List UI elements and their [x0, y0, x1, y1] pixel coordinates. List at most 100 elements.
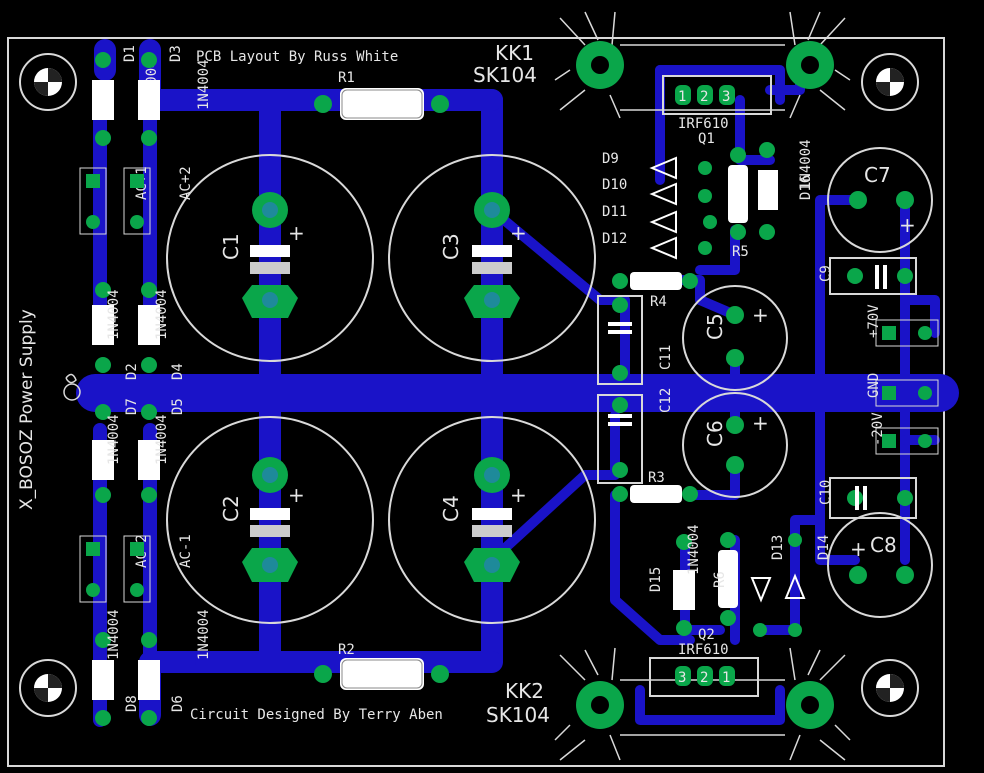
transistor-q1: 1 2 3 IRF610 Q1 — [662, 75, 772, 147]
capacitor-c8: C8 + — [827, 512, 933, 618]
svg-text:Q1: Q1 — [698, 131, 715, 147]
svg-text:1N4004: 1N4004 — [196, 59, 212, 110]
svg-text:SK104: SK104 — [473, 63, 537, 87]
svg-text:C12: C12 — [658, 388, 674, 413]
svg-text:D10: D10 — [602, 177, 627, 193]
svg-text:1N4004: 1N4004 — [106, 414, 122, 465]
svg-text:D1: D1 — [122, 45, 138, 62]
diode-d7: D7 1N4004 — [92, 398, 140, 503]
capacitor-c3: C3 + — [388, 154, 596, 362]
diode-d13: D13 — [750, 535, 786, 637]
capacitor-c10: C10 — [818, 477, 917, 519]
svg-text:R1: R1 — [338, 70, 355, 86]
svg-text:D15: D15 — [648, 567, 664, 592]
svg-text:C4: C4 — [439, 495, 463, 522]
diode-d2: 1N4004 D2 — [92, 282, 140, 380]
capacitor-c6: C6 + — [682, 392, 788, 498]
svg-text:R6: R6 — [712, 571, 728, 588]
svg-text:1: 1 — [678, 89, 686, 105]
svg-text:KK1: KK1 — [495, 41, 534, 65]
resistor-r5: R5 — [728, 147, 749, 260]
svg-text:D11: D11 — [602, 204, 627, 220]
svg-text:D12: D12 — [602, 231, 627, 247]
svg-text:+: + — [510, 221, 527, 245]
svg-text:IRF610: IRF610 — [678, 116, 729, 132]
svg-text:D6: D6 — [170, 695, 186, 712]
svg-text:IRF610: IRF610 — [678, 642, 729, 658]
svg-text:D2: D2 — [124, 363, 140, 380]
svg-text:R5: R5 — [732, 244, 749, 260]
connector-ac-plus-2: AC+2 — [123, 166, 194, 235]
diode-d10: D10 — [602, 177, 712, 206]
svg-text:AC-1: AC-1 — [178, 534, 194, 568]
credit-bottom: Circuit Designed By Terry Aben — [190, 707, 443, 723]
resistor-r3: R3 — [612, 470, 698, 503]
svg-text:3: 3 — [722, 89, 730, 105]
svg-text:C8: C8 — [870, 533, 897, 557]
mounting-hole-tr — [861, 53, 919, 111]
connector-minus-20v: -20V — [870, 412, 939, 455]
svg-text:+: + — [288, 483, 305, 507]
svg-text:D13: D13 — [770, 535, 786, 560]
mounting-hole-br — [861, 659, 919, 717]
svg-text:+: + — [752, 411, 769, 435]
svg-text:C6: C6 — [703, 420, 727, 447]
svg-text:AC+2: AC+2 — [178, 166, 194, 200]
svg-text:SK104: SK104 — [486, 703, 550, 727]
svg-text:3: 3 — [678, 670, 686, 686]
svg-text:C2: C2 — [219, 495, 243, 522]
svg-text:-20V: -20V — [870, 412, 886, 446]
svg-text:2: 2 — [700, 89, 708, 105]
diode-d6: 1N4004 D6 — [138, 609, 212, 726]
svg-text:1N4004: 1N4004 — [154, 414, 170, 465]
svg-text:D4: D4 — [170, 363, 186, 380]
connector-plus-70v: +70V — [866, 304, 939, 347]
svg-text:KK2: KK2 — [505, 679, 544, 703]
svg-text:1N4004: 1N4004 — [106, 289, 122, 340]
board-title: X_BOSOZ Power Supply — [17, 309, 37, 510]
svg-text:1N4004: 1N4004 — [798, 139, 814, 190]
capacitor-c11: C11 — [597, 295, 674, 385]
svg-text:+: + — [288, 221, 305, 245]
capacitor-c1: C1 + — [166, 154, 374, 362]
capacitor-c9: C9 — [818, 257, 917, 295]
svg-text:C10: C10 — [818, 480, 834, 505]
svg-text:R4: R4 — [650, 294, 667, 310]
svg-text:R2: R2 — [338, 642, 355, 658]
svg-text:1N4004: 1N4004 — [106, 609, 122, 660]
resistor-r6: R6 — [712, 532, 738, 626]
capacitor-c2: C2 + — [166, 416, 374, 624]
svg-text:+: + — [899, 213, 916, 237]
svg-text:+: + — [752, 303, 769, 327]
diode-d14: D14 — [784, 533, 832, 637]
svg-text:+70V: +70V — [866, 304, 882, 338]
svg-text:D7: D7 — [124, 398, 140, 415]
logo-icon — [63, 373, 81, 401]
mounting-hole-bl — [19, 659, 77, 717]
capacitor-c7: C7 + — [827, 147, 933, 253]
capacitor-c12: C12 — [597, 388, 674, 484]
connector-gnd: GND — [866, 373, 939, 407]
svg-text:D3: D3 — [168, 45, 184, 62]
svg-text:R3: R3 — [648, 470, 665, 486]
svg-text:1N4004: 1N4004 — [686, 524, 702, 575]
svg-text:1: 1 — [722, 670, 730, 686]
heatsink-kk1: KK1 SK104 — [473, 11, 851, 119]
svg-text:C1: C1 — [219, 233, 243, 260]
capacitor-c5: C5 + — [682, 285, 788, 391]
svg-text:D9: D9 — [602, 151, 619, 167]
svg-text:D5: D5 — [170, 398, 186, 415]
diode-d12: D12 — [602, 231, 712, 260]
svg-text:D16: D16 — [798, 175, 814, 200]
credit-top: PCB Layout By Russ White — [196, 49, 398, 65]
svg-text:Q2: Q2 — [698, 627, 715, 643]
resistor-r4: R4 — [612, 272, 698, 310]
diode-d4: 1N4004 D4 — [138, 282, 186, 380]
mounting-hole-tl — [19, 53, 77, 111]
heatsink-kk2: KK2 SK104 — [486, 647, 851, 761]
connector-ac-minus-1: AC-1 — [123, 534, 194, 603]
svg-text:C9: C9 — [818, 265, 834, 282]
diode-d5: D5 1N4004 — [138, 398, 186, 503]
svg-text:D14: D14 — [816, 535, 832, 560]
